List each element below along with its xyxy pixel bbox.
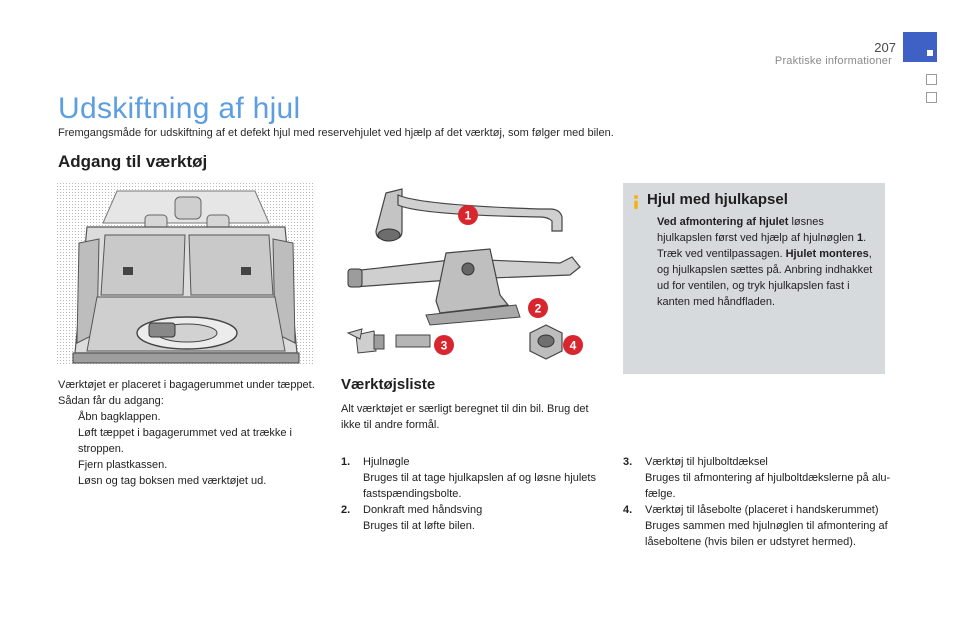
tool-desc: Bruges til afmontering af hjulboltdæksle… (645, 472, 891, 500)
tab-square-icon (927, 50, 933, 56)
callout-2-label: 2 (535, 302, 542, 316)
chapter-tab-active[interactable] (903, 32, 937, 62)
section-heading: Adgang til værktøj (58, 152, 208, 171)
callout-3-label: 3 (441, 339, 448, 353)
tool-name: Værktøj til hjulboltdæksel (645, 456, 768, 468)
tools-illustration: 1 2 3 4 (340, 183, 602, 368)
tools-heading: Værktøjsliste (341, 376, 436, 393)
tool-list: 1. Hjulnøgle Bruges til at tage hjulkaps… (341, 454, 606, 534)
trunk-illustration (57, 183, 315, 366)
callout-4: 4 (563, 335, 583, 355)
tool-list: 3. Værktøj til hjulboltdæksel Bruges til… (623, 454, 893, 550)
info-icon (634, 195, 638, 209)
trunk-instructions: Værktøjet er placeret i bagagerummet und… (58, 377, 316, 489)
page-title: Udskiftning af hjul (58, 92, 301, 125)
tools-intro: Alt værktøjet er særligt beregnet til di… (341, 403, 589, 431)
trunk-access-lead: Sådan får du adgang: (58, 395, 164, 407)
info-body: Ved afmontering af hjulet løsnes hjulkap… (657, 216, 873, 308)
tool-desc: Bruges til at tage hjulkapslen af og løs… (363, 472, 596, 500)
tool-item: 4. Værktøj til låsebolte (placeret i han… (623, 502, 893, 550)
chapter-tab[interactable] (926, 74, 937, 85)
tool-name: Værktøj til låsebolte (placeret i handsk… (645, 504, 879, 516)
page-number: 207 (874, 40, 896, 55)
tool-item: 3. Værktøj til hjulboltdæksel Bruges til… (623, 454, 893, 502)
tool-item: 2. Donkraft med håndsving Bruges til at … (341, 502, 606, 534)
callout-4-label: 4 (570, 339, 577, 353)
trunk-location-text: Værktøjet er placeret i bagagerummet und… (58, 379, 315, 391)
step-item: Løft tæppet i bagagerummet ved at trække… (78, 427, 292, 455)
callout-2: 2 (528, 298, 548, 318)
info-box: Hjul med hjulkapsel Ved afmontering af h… (623, 183, 885, 374)
tool-name: Hjulnøgle (363, 456, 410, 468)
tool-item: 1. Hjulnøgle Bruges til at tage hjulkaps… (341, 454, 606, 502)
tool-name: Donkraft med håndsving (363, 504, 483, 516)
callout-1-label: 1 (465, 209, 472, 223)
tool-desc: Bruges sammen med hjulnøglen til afmonte… (645, 520, 888, 548)
page-intro: Fremgangsmåde for udskiftning af et defe… (58, 127, 614, 139)
callout-3: 3 (434, 335, 454, 355)
chapter-tab[interactable] (926, 92, 937, 103)
step-item: Løsn og tag boksen med værktøjet ud. (78, 475, 267, 487)
tool-desc: Bruges til at løfte bilen. (363, 520, 475, 532)
callout-1: 1 (458, 205, 478, 225)
section-name: Praktiske informationer (774, 55, 892, 67)
info-heading: Hjul med hjulkapsel (647, 191, 788, 208)
step-item: Fjern plastkassen. (78, 459, 168, 471)
step-item: Åbn bagklappen. (78, 411, 161, 423)
